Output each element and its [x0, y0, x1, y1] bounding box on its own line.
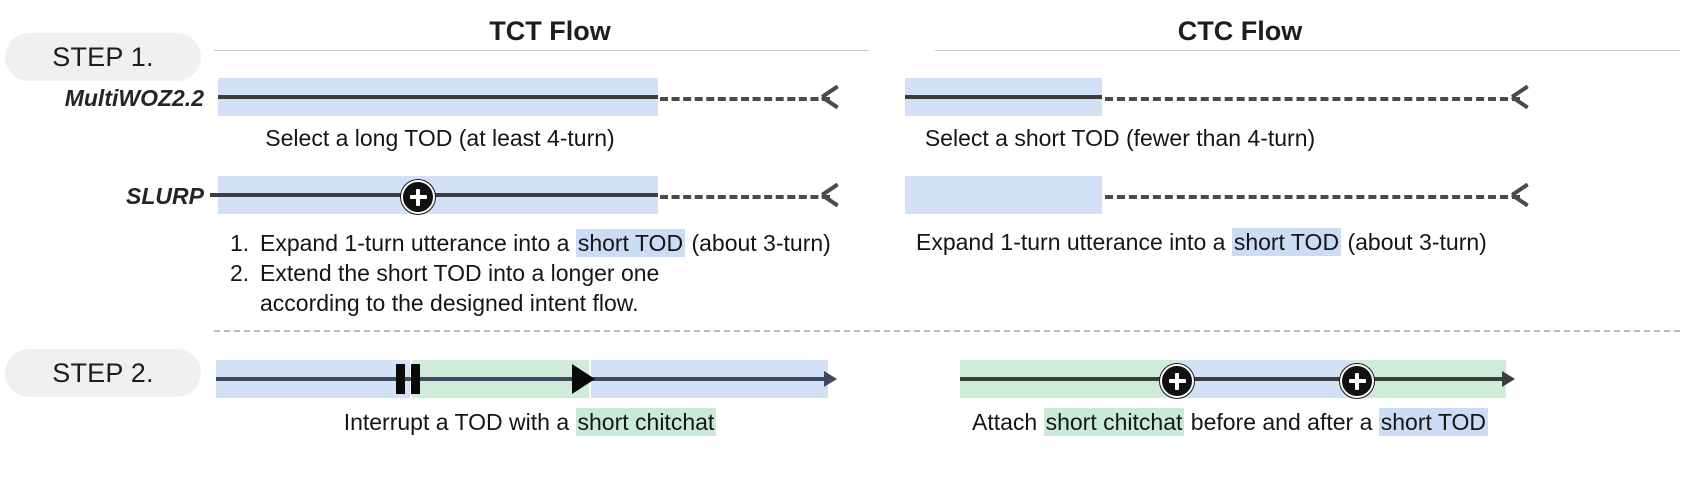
caption-step2-ctc: Attach short chitchat before and after a… — [880, 408, 1580, 437]
step-2-badge: STEP 2. — [5, 349, 201, 397]
list-item: 1. Expand 1-turn utterance into a short … — [230, 228, 870, 258]
segment-tod-blue — [905, 176, 1102, 214]
caption-step1-ctc-slurp: Expand 1-turn utterance into a short TOD… — [916, 228, 1487, 257]
list-item-number: 2. — [230, 260, 250, 286]
plus-marker-icon — [1340, 364, 1374, 398]
text-run: (about 3-turn) — [685, 230, 831, 256]
header-rule-right — [935, 50, 1680, 51]
header-rule-left — [214, 50, 869, 51]
text-run: Attach — [971, 409, 1044, 435]
highlight-short-tod: short TOD — [1378, 408, 1488, 436]
text-run: Expand 1-turn utterance into a — [260, 230, 576, 256]
axis-line — [216, 377, 828, 381]
text-run: (about 3-turn) — [1341, 229, 1487, 255]
axis-dashed-continuation — [660, 97, 830, 101]
column-header-tct: TCT Flow — [489, 16, 611, 46]
caption-step1-ctc-multiwoz: Select a short TOD (fewer than 4-turn) — [880, 124, 1360, 153]
highlight-short-chitchat: short chitchat — [575, 408, 717, 436]
list-item-number: 1. — [230, 230, 250, 256]
axis-dashed-continuation — [1105, 195, 1520, 199]
dataset-label-slurp: SLURP — [126, 183, 204, 209]
pause-marker-icon — [396, 364, 420, 394]
step-1-label: STEP 1. — [52, 41, 154, 72]
plus-marker-icon — [1160, 364, 1194, 398]
axis-dashed-continuation — [1105, 97, 1520, 101]
caption-step2-tct: Interrupt a TOD with a short chitchat — [200, 408, 860, 437]
arrow-head-icon — [1512, 193, 1530, 211]
axis-line — [218, 95, 658, 99]
text-run: Interrupt a TOD with a — [343, 409, 576, 435]
highlight-short-tod: short TOD — [575, 229, 686, 257]
arrow-head-icon — [1502, 371, 1515, 387]
step-divider — [214, 330, 1680, 332]
highlight-short-tod: short TOD — [1231, 228, 1342, 256]
step-2-label: STEP 2. — [52, 357, 154, 388]
list-item: 2. Extend the short TOD into a longer on… — [230, 258, 870, 318]
highlight-short-chitchat: short chitchat — [1043, 408, 1185, 436]
caption-text: Select a long TOD (at least 4-turn) — [265, 125, 615, 151]
plus-marker-icon — [401, 180, 435, 214]
step-1-badge: STEP 1. — [5, 33, 201, 81]
arrow-head-icon — [822, 193, 840, 211]
list-step1-tct-slurp: 1. Expand 1-turn utterance into a short … — [230, 228, 870, 318]
caption-step1-tct-multiwoz: Select a long TOD (at least 4-turn) — [200, 124, 680, 153]
list-item-text: Expand 1-turn utterance into a short TOD… — [260, 228, 831, 258]
play-marker-icon — [572, 364, 595, 394]
arrow-head-icon — [824, 371, 837, 387]
axis-dashed-continuation — [660, 195, 830, 199]
dataset-label-multiwoz: MultiWOZ2.2 — [64, 85, 204, 111]
list-item-text: Extend the short TOD into a longer one a… — [260, 260, 660, 316]
axis-line — [905, 95, 1102, 99]
arrow-head-icon — [822, 95, 840, 113]
text-run: Expand 1-turn utterance into a — [916, 229, 1232, 255]
caption-text: Select a short TOD (fewer than 4-turn) — [924, 125, 1316, 151]
column-header-ctc: CTC Flow — [1177, 16, 1303, 46]
axis-line — [960, 377, 1506, 381]
text-run: before and after a — [1184, 409, 1379, 435]
arrow-head-icon — [1512, 95, 1530, 113]
